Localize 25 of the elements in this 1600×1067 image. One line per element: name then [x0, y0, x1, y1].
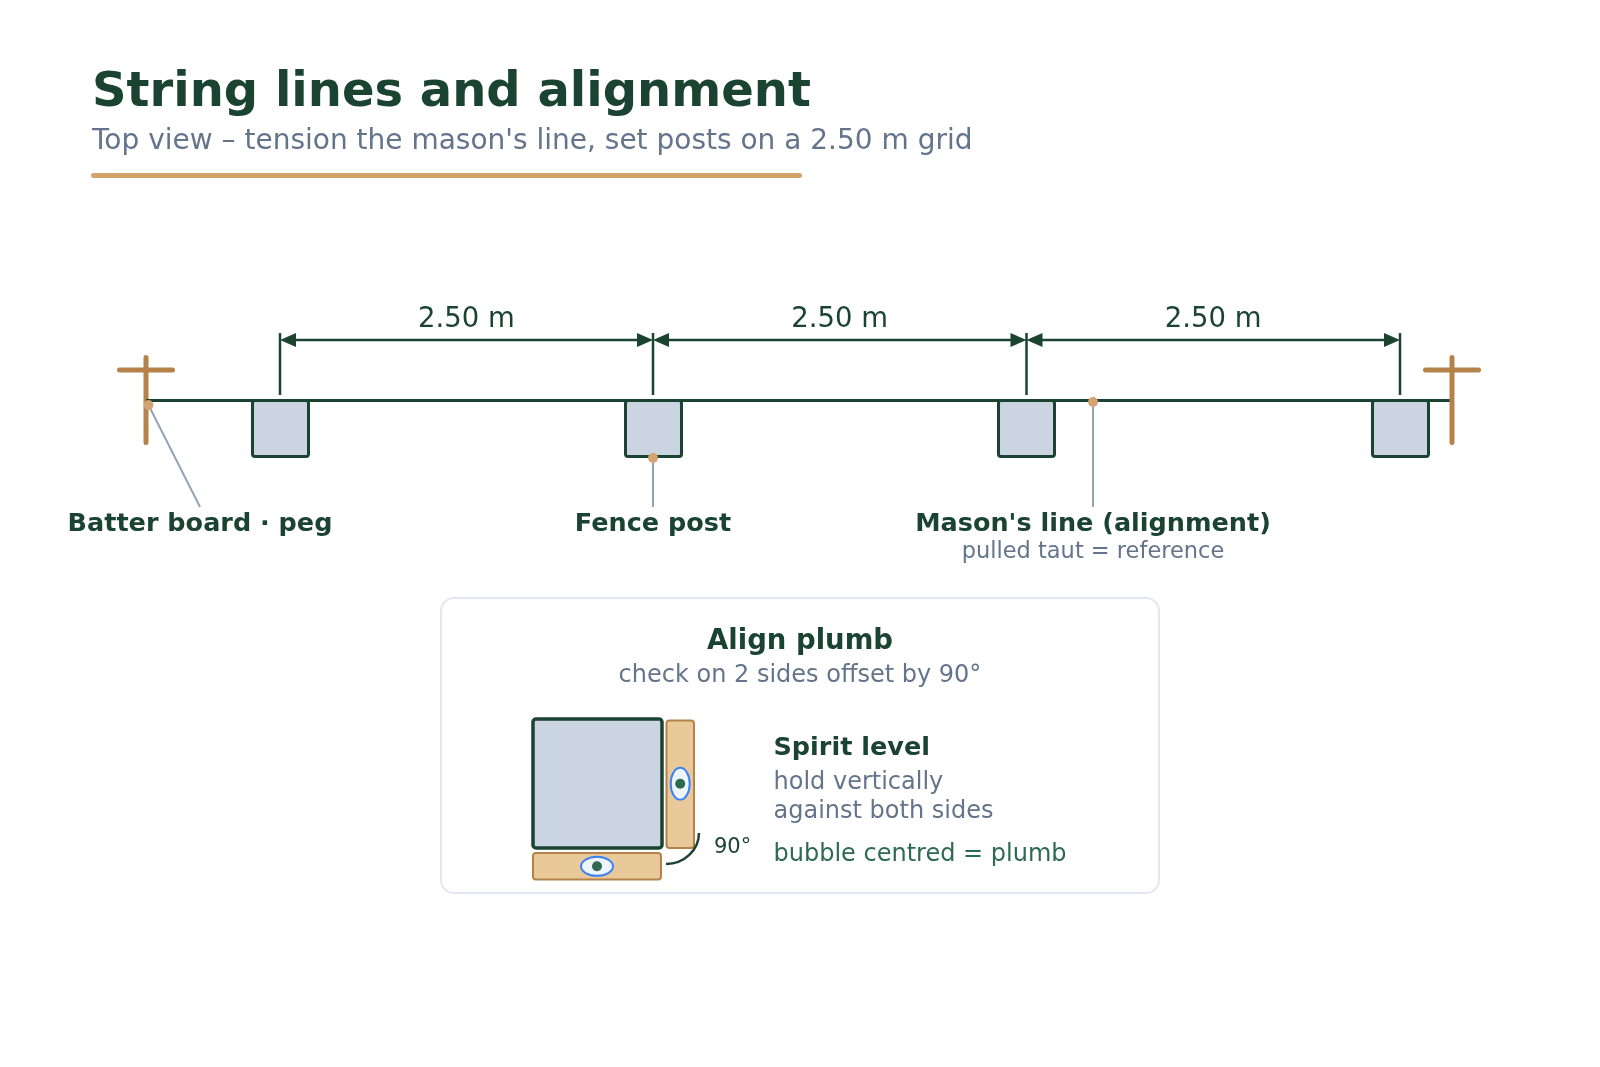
panel-heading: Align plumb: [707, 622, 893, 656]
dimension-label: 2.50 m: [1164, 302, 1262, 332]
leader-line: [648, 453, 658, 508]
batter-board-peg: [1423, 355, 1481, 445]
dimension-label: 2.50 m: [791, 302, 889, 332]
dimension-label: 2.50 m: [418, 302, 515, 332]
tool-heading: Spirit level: [773, 731, 930, 761]
callout-note: pulled taut = reference: [961, 537, 1225, 564]
leader-line: [143, 400, 201, 508]
leader-line: [1088, 397, 1098, 508]
fence-post: [997, 399, 1056, 458]
batter-board-peg: [117, 355, 175, 445]
fence-post: [1370, 399, 1430, 458]
result-text: bubble centred = plumb: [773, 838, 1067, 868]
callout-label: Mason's line (alignment): [915, 507, 1271, 537]
angle-label: 90°: [714, 833, 752, 859]
fence-post: [623, 399, 683, 458]
callout-label: Batter board · peg: [67, 507, 333, 537]
subtitle: Top view – tension the mason's line, set posts on a 2.50 m grid: [92, 123, 973, 157]
instruction-text: hold vertically against both sides: [773, 767, 995, 825]
panel-subheading: check on 2 sides offset by 90°: [618, 660, 982, 689]
info-panel: [440, 597, 1160, 894]
callout-label: Fence post: [574, 507, 732, 537]
fence-post: [250, 399, 310, 458]
title: String lines and alignment: [92, 60, 811, 118]
